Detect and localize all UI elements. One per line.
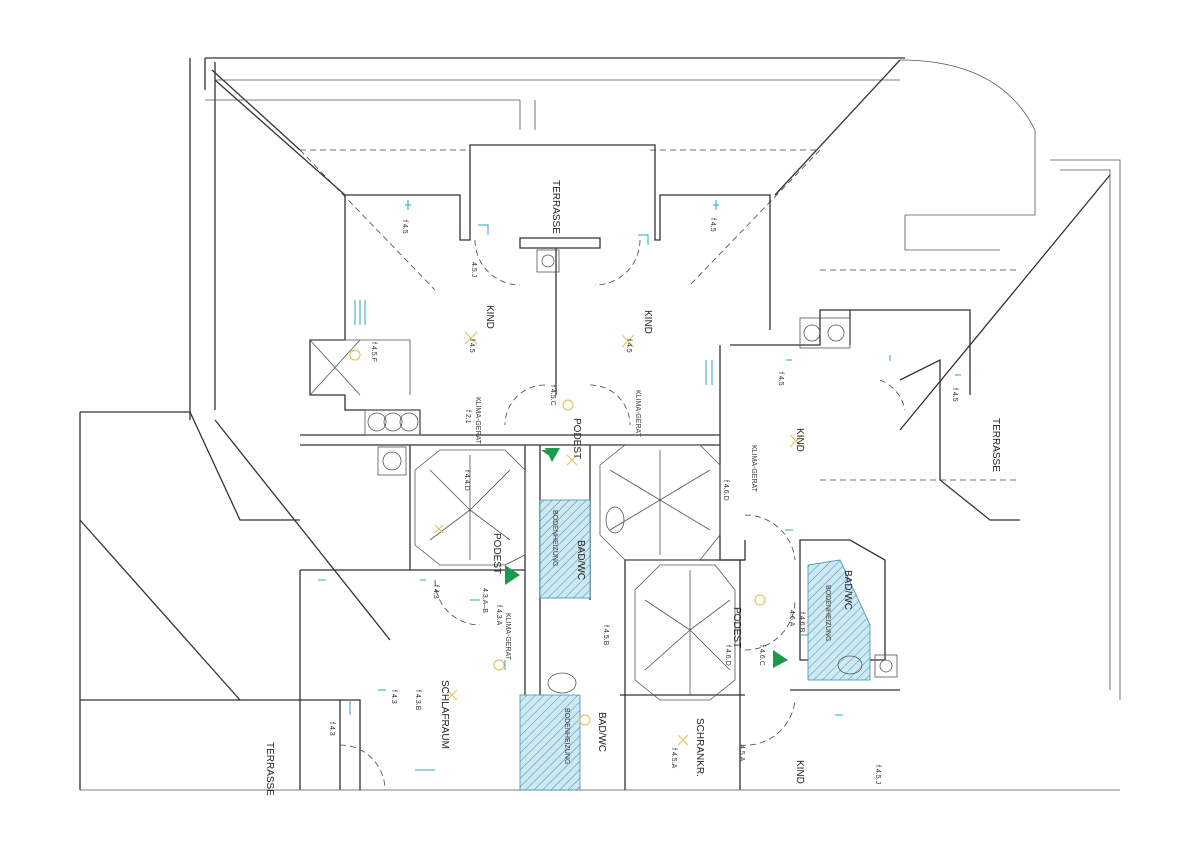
level-label: f 4.3 xyxy=(432,585,439,599)
outer-outline xyxy=(79,57,1121,791)
electrical-symbols xyxy=(318,200,961,771)
level-label: f 2.1 xyxy=(464,410,471,424)
entrance-markers xyxy=(505,448,788,668)
level-label: f 4.5.J xyxy=(874,765,881,784)
level-label: f 4.5 xyxy=(401,220,408,234)
level-label: f 4.5 xyxy=(951,388,958,402)
level-label: f 4.5.A xyxy=(670,748,677,769)
staircase-right xyxy=(634,564,736,701)
staircase-center xyxy=(599,444,721,561)
klima-label: KLIMA-GERAT xyxy=(634,390,641,438)
klima-label: KLIMA-GERAT xyxy=(750,445,757,493)
level-label: f 4.6.D xyxy=(724,645,731,666)
door-swings xyxy=(339,239,906,791)
bathroom-floor-bottom xyxy=(519,694,581,791)
level-label: f 4.5 xyxy=(468,339,475,353)
room-label-podest: PODEST xyxy=(491,533,502,574)
level-label: 4.6.A xyxy=(788,610,795,627)
level-label: BODENHEIZUNG xyxy=(563,708,570,764)
room-label-kind: KIND xyxy=(794,760,805,784)
level-label: f 4.6.B xyxy=(798,612,805,633)
level-label: f 4.5 xyxy=(777,372,784,386)
level-label: f 4.5 xyxy=(625,339,632,353)
level-label: f 4.6.C xyxy=(758,645,765,666)
level-label: f 4.6.D xyxy=(722,480,729,501)
level-label: f 4.3.A xyxy=(495,605,502,626)
roof-lines xyxy=(79,59,1111,701)
level-label: f 4.3.B xyxy=(414,690,421,711)
level-label: 4.5.A xyxy=(738,745,745,762)
room-label-podest: PODEST xyxy=(731,607,742,648)
level-label: BODENHEIZUNG xyxy=(551,510,558,566)
level-label: f 4.5.C xyxy=(549,385,556,406)
room-label-schlafraum: SCHLAFRAUM xyxy=(439,680,450,749)
level-label: f 4.3 xyxy=(328,722,335,736)
bathroom-floor-center xyxy=(539,499,591,599)
room-label-schrankr: SCHRANKR. xyxy=(694,718,705,777)
level-label: f 4.3 xyxy=(390,690,397,704)
bathroom-floor-right xyxy=(807,559,871,681)
room-label-bad-wc: BAD/WC xyxy=(596,712,607,752)
room-label-terrasse: TERRASSE xyxy=(990,418,1001,472)
room-label-bad-wc: BAD/WC xyxy=(842,570,853,610)
klima-label: KLIMA-GERAT xyxy=(474,397,481,445)
level-label: f 4.5 xyxy=(709,218,716,232)
annotations: KLIMA-GERAT KLIMA-GERAT KLIMA-GERAT KLIM… xyxy=(328,218,958,784)
room-label-kind: KIND xyxy=(642,310,653,334)
room-label-terrasse: TERRASSE xyxy=(264,742,275,796)
fixtures xyxy=(364,249,898,694)
level-label: 4.5.J xyxy=(470,262,477,277)
room-label-bad-wc: BAD/WC xyxy=(575,540,586,580)
level-label: f 4.4.D xyxy=(463,470,470,491)
room-label-podest: PODEST xyxy=(571,418,582,459)
room-label-kind: KIND xyxy=(794,428,805,452)
staircase-left xyxy=(414,449,526,566)
room-label-kind: KIND xyxy=(484,305,495,329)
level-label: 4.3.A–B xyxy=(481,588,488,613)
klima-label: KLIMA-GERAT xyxy=(504,613,511,661)
level-label: f 4.5.F xyxy=(370,342,377,362)
room-label-terrasse: TERRASSE xyxy=(550,180,561,234)
entrance-marker-icon xyxy=(545,448,560,462)
level-label: f 4.5.B xyxy=(602,625,609,646)
level-label: BODENHEIZUNG xyxy=(824,585,831,641)
room-labels: TERRASSE KIND KIND KIND TERRASSE PODEST … xyxy=(264,180,1001,796)
